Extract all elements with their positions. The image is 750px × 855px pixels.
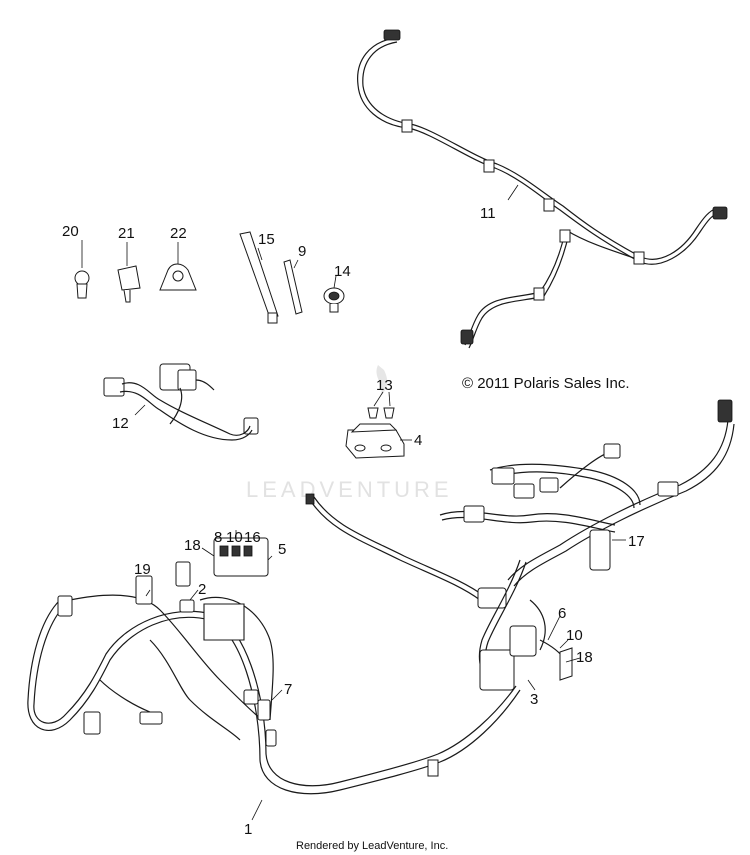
callout-16: 16 [244, 529, 261, 546]
part-4-bracket [345, 423, 412, 459]
watermark: LEADVENTURE [246, 365, 453, 502]
callout-6: 6 [558, 605, 566, 622]
harness-12 [103, 363, 259, 441]
callout-15: 15 [258, 231, 275, 248]
callout-18b: 18 [576, 649, 593, 666]
callout-9: 9 [298, 243, 306, 260]
part-13-fasteners [367, 391, 395, 419]
watermark-text: LEADVENTURE [246, 477, 453, 502]
callout-8: 8 [214, 529, 222, 546]
callout-10b: 10 [566, 627, 583, 644]
harness-11 [357, 29, 728, 349]
harness-1-main [27, 530, 521, 821]
callout-12: 12 [112, 415, 129, 432]
rendered-by-text: Rendered by LeadVenture, Inc. [296, 840, 448, 852]
callout-21: 21 [118, 225, 135, 242]
harness-17 [439, 399, 735, 587]
callout-18a: 18 [184, 537, 201, 554]
callout-7: 7 [284, 681, 292, 698]
callout-2: 2 [198, 581, 206, 598]
callout-22: 22 [170, 225, 187, 242]
part-9-cable-tie [283, 259, 303, 315]
callout-4: 4 [414, 432, 422, 449]
part-15-cable-tie [239, 231, 279, 324]
harness-3-cluster [305, 493, 581, 691]
part-14-grommet [323, 275, 345, 313]
copyright-text: © 2011 Polaris Sales Inc. [462, 375, 630, 392]
callout-1: 1 [244, 821, 252, 838]
callout-20: 20 [62, 223, 79, 240]
part-21-bracket [117, 242, 141, 303]
callout-10a: 10 [226, 529, 243, 546]
part-22-clip [159, 242, 197, 291]
callout-3: 3 [530, 691, 538, 708]
callout-13: 13 [376, 377, 393, 394]
callout-19: 19 [134, 561, 151, 578]
callout-5: 5 [278, 541, 286, 558]
callout-14: 14 [334, 263, 351, 280]
callout-17: 17 [628, 533, 645, 550]
part-20-fastener [74, 240, 90, 299]
callout-11: 11 [480, 205, 496, 222]
